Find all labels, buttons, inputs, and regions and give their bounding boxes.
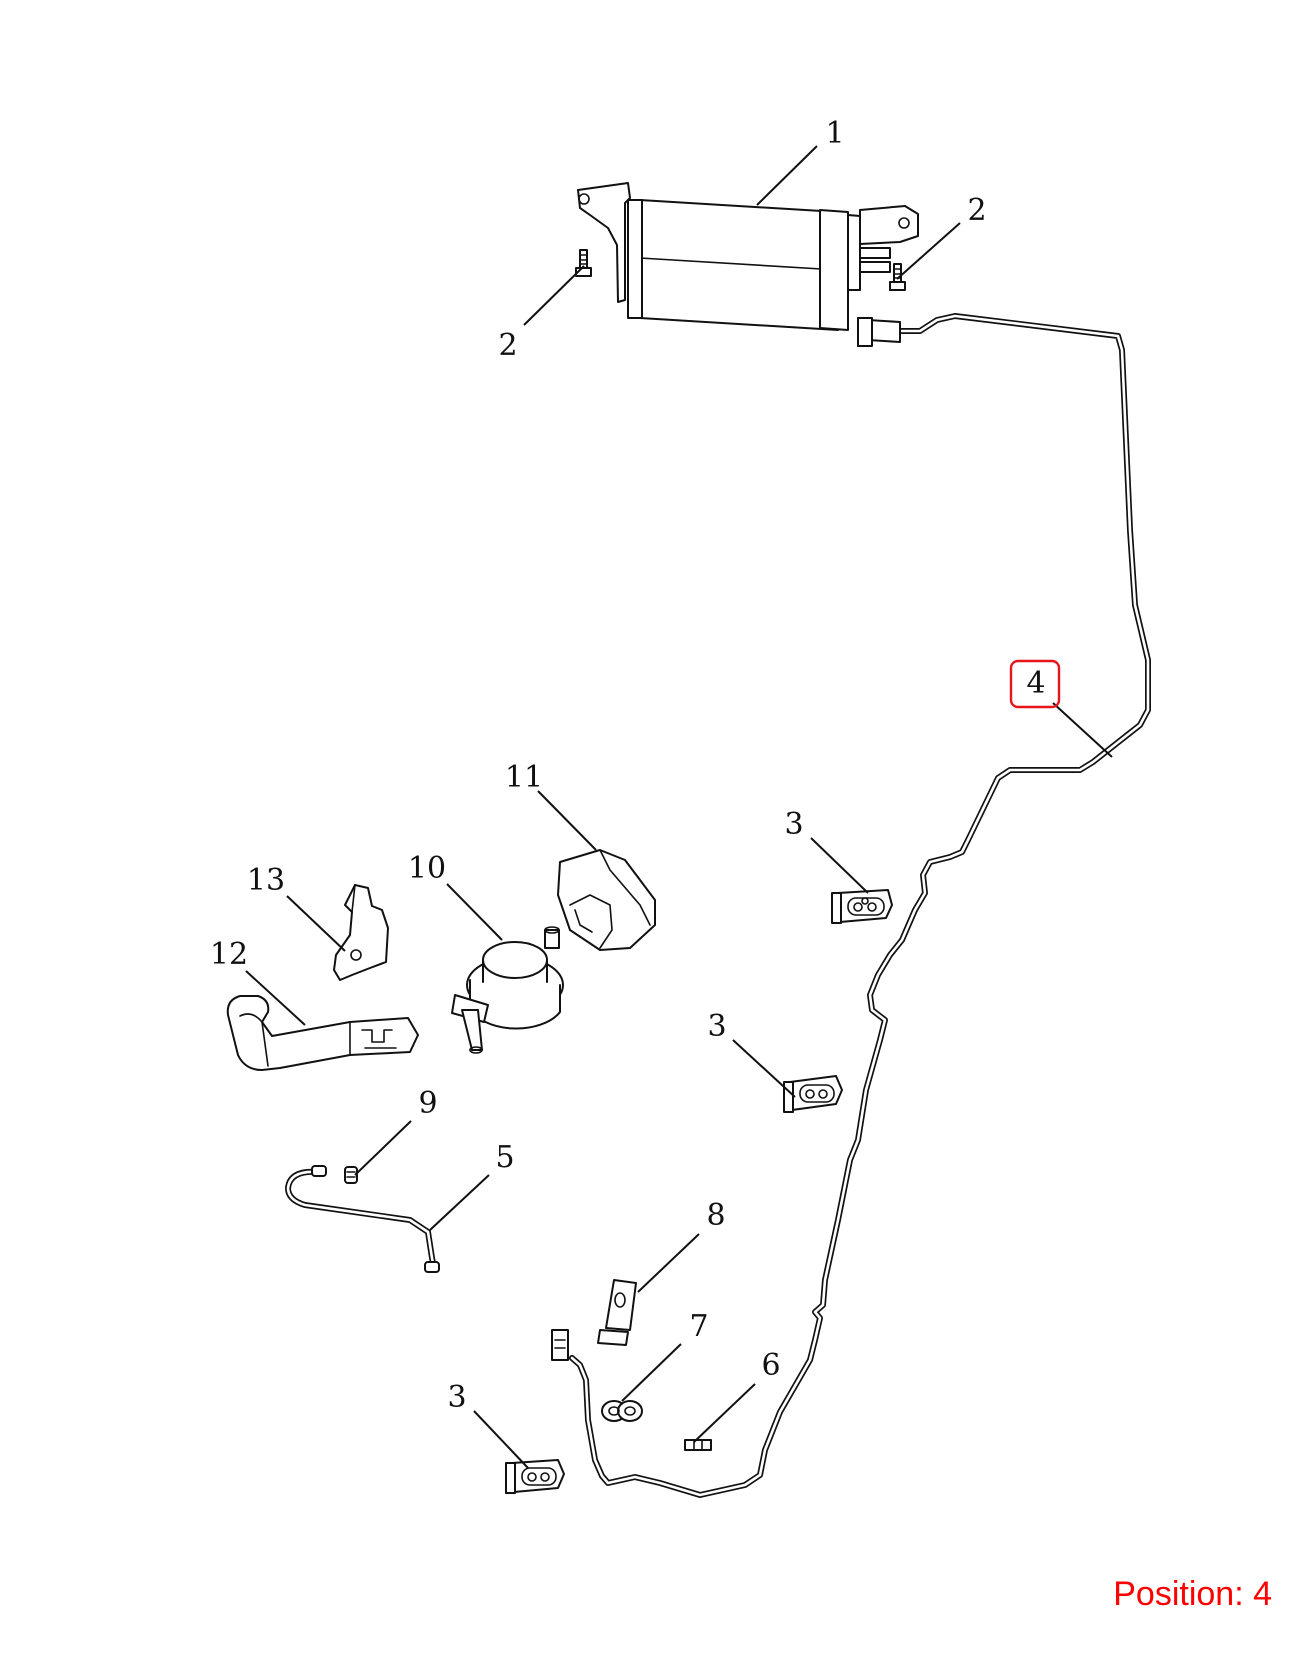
callout-1[interactable]: 1	[825, 116, 844, 151]
callout-2-left[interactable]: 2	[498, 328, 517, 363]
leader-1	[756, 145, 818, 206]
callout-4[interactable]: 4	[1026, 666, 1045, 701]
clip-middle-part[interactable]	[783, 1075, 843, 1113]
hose-part[interactable]	[226, 995, 419, 1071]
leader-10	[446, 883, 503, 941]
grommet-part[interactable]	[601, 1400, 643, 1422]
purge-valve-part[interactable]	[451, 926, 564, 1054]
canister-part[interactable]	[577, 182, 919, 331]
clip-8-part[interactable]	[597, 1279, 637, 1346]
leader-2b	[896, 222, 961, 280]
callout-7[interactable]: 7	[689, 1309, 708, 1344]
vapor-line-part[interactable]	[551, 313, 1151, 1498]
bolt-right-part[interactable]	[889, 263, 906, 291]
callout-9[interactable]: 9	[418, 1086, 437, 1121]
retainer-part[interactable]	[684, 1439, 712, 1451]
callout-labels: 1 2 2 3 3 3 4 5 6 7 8 9 10 11 12 13	[210, 116, 1046, 1415]
leader-8	[637, 1233, 700, 1293]
callout-12[interactable]: 12	[210, 937, 248, 972]
leader-11	[537, 790, 597, 851]
position-label: Position: 4	[1113, 1575, 1272, 1613]
callout-4-highlight-box	[1009, 659, 1061, 709]
callout-3-upper[interactable]: 3	[784, 807, 803, 842]
bracket-part[interactable]	[333, 884, 389, 981]
leader-9	[354, 1120, 412, 1176]
bolt-left-part[interactable]	[575, 249, 592, 277]
callout-6[interactable]: 6	[761, 1348, 780, 1383]
cap-part[interactable]	[344, 1166, 358, 1184]
callout-10[interactable]: 10	[408, 851, 446, 886]
callout-8[interactable]: 8	[706, 1198, 725, 1233]
leader-4	[1052, 702, 1113, 758]
callout-13[interactable]: 13	[247, 863, 285, 898]
leader-lines	[245, 145, 1113, 1469]
callout-2-right[interactable]: 2	[967, 193, 986, 228]
small-pipe-part[interactable]	[285, 1165, 440, 1273]
leader-13	[286, 895, 346, 952]
leader-3b	[732, 1039, 796, 1098]
callout-3-lower[interactable]: 3	[447, 1380, 466, 1415]
leader-12	[245, 970, 306, 1026]
valve-cover-part[interactable]	[557, 849, 656, 951]
clip-lower-part[interactable]	[505, 1459, 565, 1494]
callout-11[interactable]: 11	[505, 760, 543, 795]
leader-3c	[473, 1410, 529, 1469]
leader-2a	[523, 265, 585, 326]
callout-5[interactable]: 5	[495, 1140, 514, 1175]
clip-upper-part[interactable]	[831, 889, 893, 924]
leader-7	[621, 1343, 682, 1402]
callout-3-middle[interactable]: 3	[707, 1009, 726, 1044]
leader-6	[693, 1383, 756, 1443]
leader-5	[429, 1174, 490, 1231]
leader-3a	[810, 837, 869, 894]
